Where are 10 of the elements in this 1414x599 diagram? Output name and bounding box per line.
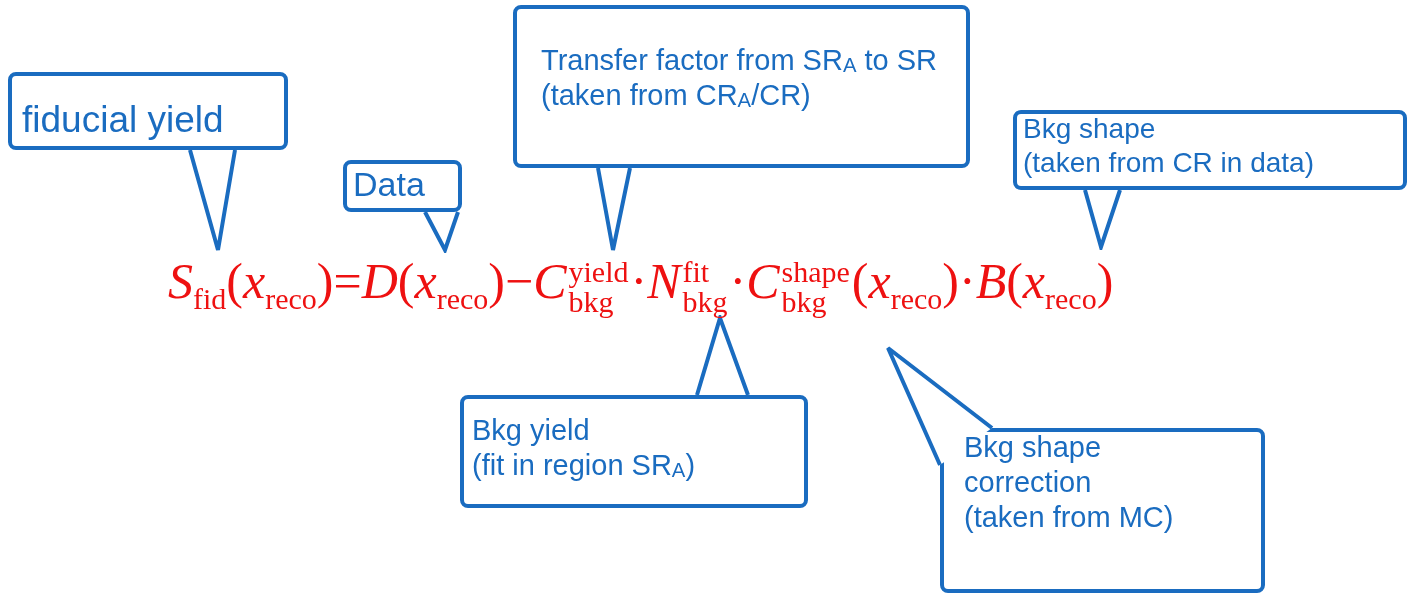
callout-text: fiducial yield (22, 98, 225, 142)
callout-text: Bkg shape correction (964, 430, 1103, 500)
callout-text: Bkg yield (472, 413, 591, 448)
callout-text: (taken from CR in data) (1023, 145, 1315, 180)
callout-text: Bkg shape (1023, 112, 1157, 146)
callout-text: Transfer factor from SR$_{A}$ to SR (taken from CR$_{A}$/CR) (541, 43, 938, 113)
callout-text: (taken from MC) (964, 499, 1175, 535)
callout-text: (fit in region SR$_{A}$) (472, 447, 697, 483)
equation: S$_{fid}$(x$_{reco}$)=D(x$_{reco}$)−C$^{yield}$$_{bkg}$·N$^{fit}$$_{bkg}$·C$^{shape}$$_{bkg}$(x$_{reco}$)·B(x$_{reco}$) (168, 252, 1114, 317)
callout-text: Data (353, 164, 426, 205)
